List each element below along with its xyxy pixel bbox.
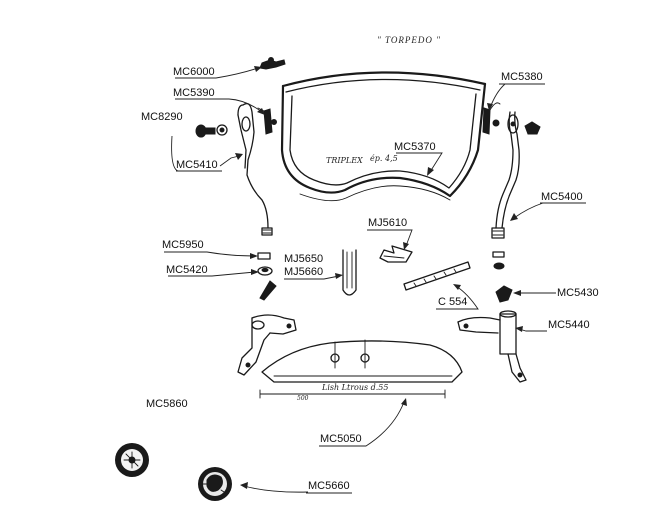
svg-text:MC5660: MC5660 [308,480,350,492]
svg-text:MJ5660: MJ5660 [284,266,323,278]
glass-type-text: TRIPLEX [326,156,363,165]
right-knob-part [524,121,541,135]
apron-handwriting: Lish Ltrous d.55 [321,383,388,392]
label-mc5950: MC5950 [162,239,258,259]
windshield-frame [280,71,487,202]
svg-text:MC5370: MC5370 [394,141,436,153]
label-c554: C 554 [436,284,479,310]
svg-text:MC5380: MC5380 [501,71,543,83]
svg-text:MC5390: MC5390 [173,87,215,99]
right-hinge-bracket-part [482,102,501,135]
right-wedge-part [495,285,513,303]
label-mc8290: MC8290 [141,111,183,123]
label-mc5440: MC5440 [515,319,590,332]
apron-text: Lish Ltrous d.55 500 [297,383,388,402]
left-stay-arm-part [237,102,273,236]
windshield-clamp-part [259,57,286,70]
svg-text:MC8290: MC8290 [141,111,183,123]
svg-text:MJ5650: MJ5650 [284,253,323,265]
glass-thickness-text: ép. 4,5 [370,154,398,163]
label-mj5610: MJ5610 [367,217,413,250]
svg-text:MC6000: MC6000 [173,66,215,78]
left-nut-part [257,266,273,276]
round-badge-emblem-part [198,467,232,501]
apron-panel-part [259,339,463,399]
label-mj5650: MJ5650 [284,253,323,265]
apron-dimension: 500 [297,395,309,402]
left-wedge-part [259,280,277,301]
left-washer-part [257,252,271,260]
svg-text:MC5420: MC5420 [166,264,208,276]
round-gauge-emblem-part [115,443,149,477]
label-mc5380: MC5380 [487,71,545,111]
label-mc5430: MC5430 [513,287,599,299]
label-mc5660: MC5660 [240,480,352,494]
label-mc5050: MC5050 [319,398,407,447]
left-lower-bracket-part [237,314,297,376]
right-lower-bracket-part [457,310,527,383]
label-mc5370: MC5370 [394,141,443,176]
label-mc5400: MC5400 [510,191,586,221]
hinge-plate-part [379,245,413,263]
label-mc5860: MC5860 [146,398,188,410]
u-tube-part [342,249,357,296]
svg-text:MC5050: MC5050 [320,433,362,445]
svg-text:MC5400: MC5400 [541,191,583,203]
label-mc5410: MC5410 [171,135,243,172]
svg-text:MC5410: MC5410 [176,159,218,171]
label-mc6000: MC6000 [173,66,262,79]
svg-text:MC5430: MC5430 [557,287,599,299]
windshield-glass-text: TRIPLEX ép. 4,5 [326,154,398,165]
svg-text:MC5950: MC5950 [162,239,204,251]
right-stay-arm-part [491,111,520,239]
svg-text:MC5440: MC5440 [548,319,590,331]
label-mj5660: MJ5660 [284,266,343,280]
right-small-washer-part [492,251,505,270]
left-knob-part [195,124,228,138]
label-mc5390: MC5390 [173,87,265,115]
label-mc5420: MC5420 [166,264,259,277]
svg-text:MJ5610: MJ5610 [368,217,407,229]
diagram-title: " TORPEDO " [377,35,441,45]
hinge-bar-part [403,261,471,291]
svg-text:C 554: C 554 [438,296,467,308]
svg-text:MC5860: MC5860 [146,398,188,410]
left-hinge-bracket-part [257,107,277,135]
